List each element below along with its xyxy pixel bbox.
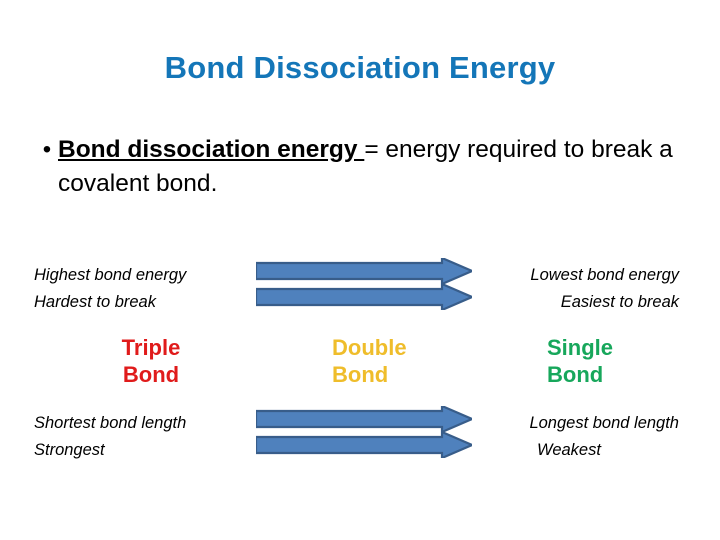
bond-label-double: Double Bond — [332, 334, 407, 388]
bullet-list-item: • Bond dissociation energy = energy requ… — [36, 133, 686, 201]
page-title: Bond Dissociation Energy — [164, 50, 556, 85]
bullet-definition: = energy required to break a covalent bo… — [58, 136, 673, 197]
label-longest-bond-length: Longest bond length — [529, 414, 679, 432]
bond-triple-line2: Bond — [122, 362, 180, 387]
bond-double-line2: Bond — [332, 362, 389, 387]
right-arrow-icon — [256, 258, 472, 284]
label-hardest-to-break: Hardest to break — [34, 293, 156, 311]
label-shortest-bond-length: Shortest bond length — [34, 414, 187, 432]
right-arrow-icon — [256, 284, 472, 310]
arrow-right-strength-decreasing — [256, 432, 472, 458]
bond-double-line1: Double — [332, 335, 407, 360]
body-text-block: • Bond dissociation energy = energy requ… — [36, 133, 686, 201]
bond-label-triple: Triple Bond — [62, 334, 240, 388]
bullet-term-emphasis: Bond dissociation energy — [58, 136, 365, 163]
bond-label-single: Single Bond — [547, 334, 613, 388]
arrow-right-bond-length-increasing — [256, 406, 472, 432]
bond-triple-line1: Triple — [121, 335, 181, 360]
label-highest-bond-energy: Highest bond energy — [34, 266, 187, 284]
label-easiest-to-break: Easiest to break — [560, 293, 679, 311]
arrow-right-energy-decreasing — [256, 258, 472, 284]
label-lowest-bond-energy: Lowest bond energy — [530, 266, 679, 284]
bond-single-line1: Single — [547, 335, 614, 360]
bond-single-line2: Bond — [547, 362, 604, 387]
bullet-marker-icon: • — [42, 136, 52, 163]
bullet-item-text: Bond dissociation energy = energy requir… — [58, 133, 686, 201]
arrow-right-break-ease-increasing — [256, 284, 472, 310]
label-strongest: Strongest — [34, 441, 105, 459]
label-weakest: Weakest — [537, 441, 601, 459]
right-arrow-icon — [256, 432, 472, 458]
right-arrow-icon — [256, 406, 472, 432]
